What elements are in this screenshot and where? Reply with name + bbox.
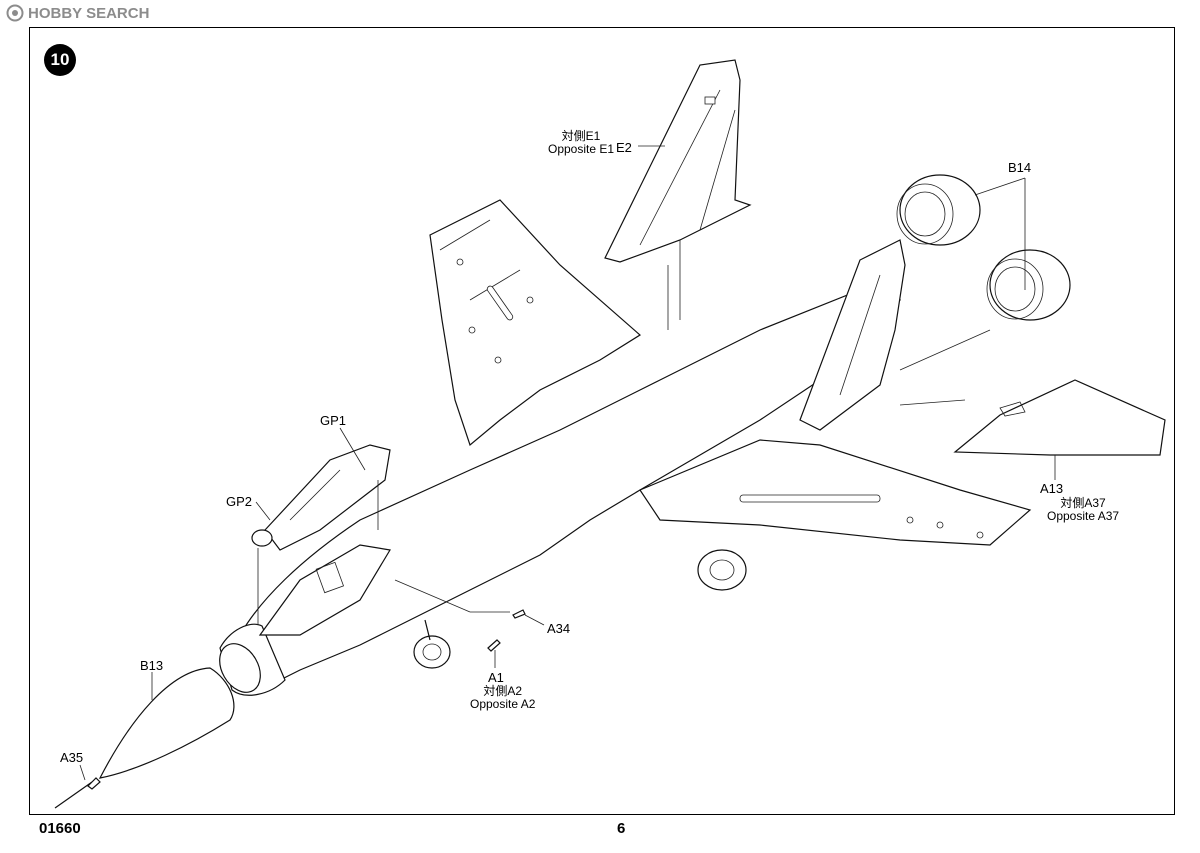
step-number-badge: 10 (44, 44, 76, 76)
footer-product-code: 01660 (39, 820, 81, 837)
nose-landing-gear (413, 619, 451, 669)
label-a34: A34 (547, 621, 571, 636)
part-a1 (487, 639, 501, 652)
label-b14: B14 (1008, 160, 1032, 175)
label-a35: A35 (60, 750, 84, 765)
footer-page-number: 6 (617, 820, 626, 837)
label-gp1: GP1 (320, 413, 347, 428)
vertical-fin-e2 (604, 59, 752, 263)
watermark: HOBBY SEARCH (6, 4, 149, 22)
label-e1-group: 対側E1 Opposite E1 (548, 130, 614, 156)
cockpit (258, 544, 391, 636)
page-frame (29, 27, 1175, 815)
canopy-gp1 (251, 444, 391, 551)
label-a2-en: Opposite A2 (470, 697, 536, 711)
label-a13: A13 (1040, 481, 1064, 496)
watermark-text: HOBBY SEARCH (28, 4, 150, 22)
engine-nozzle-b14-lower (986, 249, 1071, 321)
vertical-fin-right (799, 239, 906, 431)
left-wing (429, 199, 642, 447)
label-b13: B13 (140, 658, 164, 673)
pitot-probe-a35 (54, 777, 101, 809)
hobby-search-logo-icon (6, 4, 24, 22)
label-a1: A1 (488, 670, 504, 685)
leader-lines (79, 145, 1056, 781)
label-e1-en: Opposite E1 (548, 142, 615, 156)
engine-nozzle-b14-upper (896, 174, 981, 246)
horizontal-stabilizer-a13 (953, 379, 1166, 456)
label-e2: E2 (616, 140, 632, 155)
label-a37-en: Opposite A37 (1047, 509, 1120, 523)
label-a2-cn: 対側A2 (483, 684, 523, 698)
label-e1-cn: 対側E1 (561, 129, 601, 143)
label-gp2: GP2 (226, 494, 253, 509)
main-landing-gear (697, 549, 747, 591)
part-a34 (512, 609, 526, 619)
label-a37-cn: 対側A37 (1060, 496, 1106, 510)
label-a37-group: 対側A37 Opposite A37 (1047, 497, 1119, 523)
right-wing (639, 439, 1032, 546)
label-a2-group: 対側A2 Opposite A2 (470, 685, 535, 711)
fuselage (219, 289, 901, 696)
nose-cone-b13 (98, 667, 235, 779)
